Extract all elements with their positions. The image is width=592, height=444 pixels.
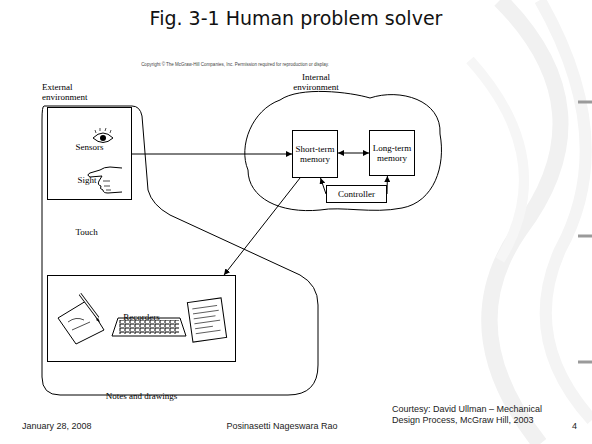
decor-arc [540,0,592,420]
external-environment-outline [42,106,318,395]
node-text: Notes and drawings [46,391,237,401]
footer-author: Posinasetti Nageswara Rao [212,421,352,432]
connector-arrow [224,178,300,275]
node-heading: External environment [42,82,94,102]
internal-environment-outline [245,91,442,210]
decor-tick [578,361,592,364]
connector-arrow [338,153,369,154]
decor-tick [578,235,592,238]
node-text: Touch [74,227,114,237]
decor-arc [489,0,560,444]
slide-title: Fig. 3-1 Human problem solver [0,6,592,30]
node-heading: Recorders [46,312,237,322]
memory-box: Short-term memory [292,130,338,178]
document-icon [187,298,226,342]
footer-date: January 28, 2008 [22,421,122,432]
external-environment: External environmentSensorsSightTouchRec… [38,82,322,400]
node-heading: Short-term memory [293,144,337,164]
copyright-note: Copyright © The McGraw-Hill Companies, I… [128,62,342,69]
decor-arc [470,60,524,260]
internal-environment: Internal environmentShort-term memory Lon… [238,72,448,216]
sensors-box: SensorsSightTouch [47,107,132,200]
notepad-sketch [58,294,104,344]
node-heading: Internal environment [288,72,344,92]
node-heading: Sensors [46,142,133,152]
connector-arrow [132,154,292,155]
node-heading: Controller [336,189,377,199]
node-heading: Long-term memory [370,143,414,163]
external-environment-outline [38,82,322,400]
eye-icon [93,128,113,143]
footer-credit: Courtesy: David Ullman – Mechanical Desi… [392,404,568,426]
node-text: Sight [76,175,116,185]
controller-box: Controller [326,185,387,203]
page-number: 4 [572,421,586,432]
memory-box: Long-term memory [369,130,415,176]
recorders-box: RecordersNotes and drawings [47,275,236,362]
decor-tick [578,101,592,104]
